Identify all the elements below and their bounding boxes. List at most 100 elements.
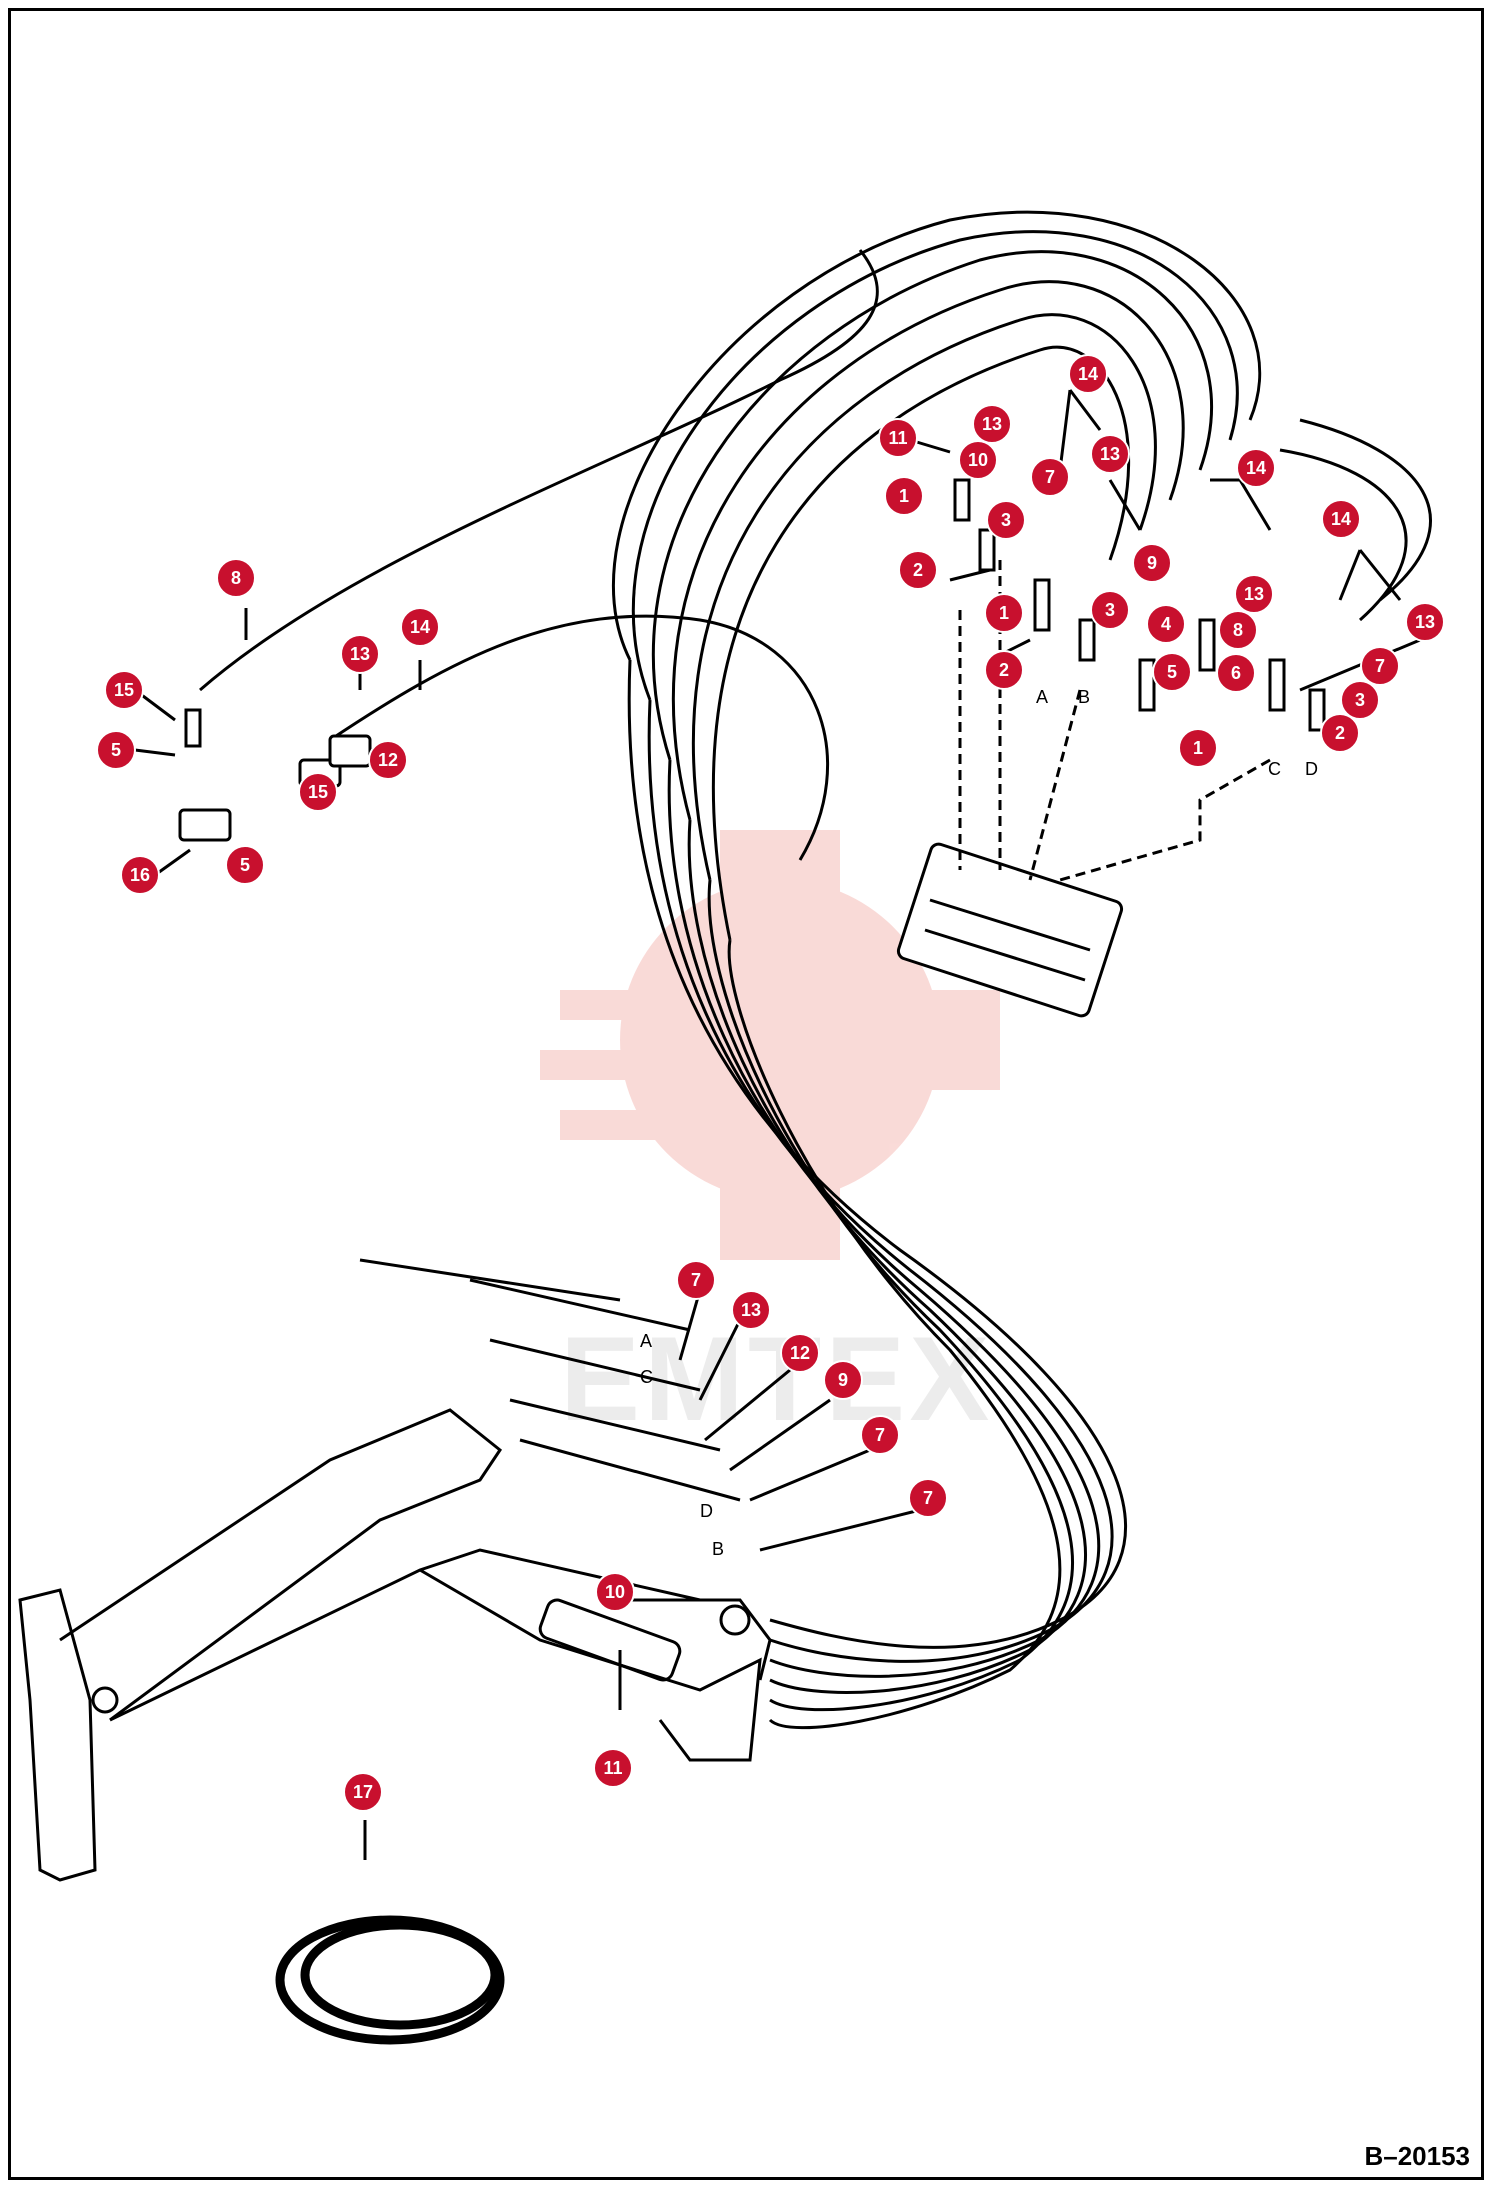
callout-8: 8 xyxy=(216,558,256,598)
callout-bubble xyxy=(878,418,918,458)
callout-12: 12 xyxy=(780,1333,820,1373)
callout-bubble xyxy=(340,634,380,674)
callout-1: 1 xyxy=(984,593,1024,633)
callout-number: 13 xyxy=(982,414,1002,434)
callout-2: 2 xyxy=(984,650,1024,690)
callout-bubble xyxy=(676,1260,716,1300)
callout-bubble xyxy=(368,740,408,780)
callout-bubble xyxy=(1320,713,1360,753)
callout-14: 14 xyxy=(400,607,440,647)
callout-number: 5 xyxy=(111,740,121,760)
boom-port-label-b: B xyxy=(712,1539,724,1559)
callout-14: 14 xyxy=(1236,448,1276,488)
callout-number: 1 xyxy=(1193,738,1203,758)
callout-number: 3 xyxy=(1105,600,1115,620)
callout-number: 2 xyxy=(1335,723,1345,743)
callout-number: 15 xyxy=(114,680,134,700)
callout-number: 13 xyxy=(350,644,370,664)
callout-5: 5 xyxy=(96,730,136,770)
callout-number: 1 xyxy=(999,603,1009,623)
callout-bubble xyxy=(731,1290,771,1330)
boom-port-label-a: A xyxy=(640,1331,652,1351)
callout-number: 2 xyxy=(999,660,1009,680)
callout-7: 7 xyxy=(676,1260,716,1300)
callout-1: 1 xyxy=(1178,728,1218,768)
callout-4: 4 xyxy=(1146,604,1186,644)
callout-7: 7 xyxy=(1360,646,1400,686)
callout-bubble xyxy=(298,772,338,812)
callout-bubble xyxy=(1218,610,1258,650)
callout-bubble xyxy=(593,1748,633,1788)
callout-number: 4 xyxy=(1161,614,1171,634)
callout-9: 9 xyxy=(823,1360,863,1400)
leader-lines xyxy=(134,389,1421,1860)
callout-bubble xyxy=(120,855,160,895)
callout-12: 12 xyxy=(368,740,408,780)
fittings-upper xyxy=(953,478,1326,732)
callout-bubble xyxy=(1216,653,1256,693)
callout-bubble xyxy=(884,476,924,516)
boom-port-label-d: D xyxy=(700,1501,713,1521)
callout-number: 13 xyxy=(1415,612,1435,632)
callout-5: 5 xyxy=(225,845,265,885)
callout-10: 10 xyxy=(595,1572,635,1612)
callout-bubble xyxy=(225,845,265,885)
callout-3: 3 xyxy=(1090,590,1130,630)
callout-7: 7 xyxy=(908,1478,948,1518)
callout-bubble xyxy=(898,550,938,590)
callout-bubble xyxy=(595,1572,635,1612)
excavator-boom xyxy=(18,1258,772,1882)
callout-13: 13 xyxy=(731,1290,771,1330)
callout-number: 12 xyxy=(378,750,398,770)
callout-number: 8 xyxy=(231,568,241,588)
callout-bubble xyxy=(1178,728,1218,768)
callout-bubble xyxy=(1234,574,1274,614)
callout-15: 15 xyxy=(298,772,338,812)
callout-bubble xyxy=(984,593,1024,633)
callout-9: 9 xyxy=(1132,543,1172,583)
callout-14: 14 xyxy=(1068,354,1108,394)
callout-8: 8 xyxy=(1218,610,1258,650)
callout-11: 11 xyxy=(878,418,918,458)
callout-17: 17 xyxy=(343,1772,383,1812)
callout-bubble xyxy=(104,670,144,710)
callout-bubble xyxy=(1360,646,1400,686)
callout-bubble xyxy=(1321,499,1361,539)
callout-number: 14 xyxy=(1246,458,1266,478)
callout-number: 8 xyxy=(1233,620,1243,640)
callout-3: 3 xyxy=(1340,680,1380,720)
callout-14: 14 xyxy=(1321,499,1361,539)
callout-number: 7 xyxy=(1375,656,1385,676)
callout-2: 2 xyxy=(1320,713,1360,753)
callout-number: 7 xyxy=(875,1425,885,1445)
callout-13: 13 xyxy=(972,404,1012,444)
callout-bubble xyxy=(780,1333,820,1373)
callout-bubble xyxy=(216,558,256,598)
port-label-d: D xyxy=(1305,759,1318,779)
callout-16: 16 xyxy=(120,855,160,895)
callout-number: 13 xyxy=(1100,444,1120,464)
callout-number: 5 xyxy=(240,855,250,875)
callout-bubble xyxy=(958,440,998,480)
callout-1: 1 xyxy=(884,476,924,516)
callout-bubble xyxy=(96,730,136,770)
callout-5: 5 xyxy=(1152,652,1192,692)
callout-number: 7 xyxy=(1045,467,1055,487)
callout-13: 13 xyxy=(1234,574,1274,614)
callout-number: 7 xyxy=(923,1488,933,1508)
port-letters: A B C D A C D B xyxy=(640,687,1318,1559)
callout-2: 2 xyxy=(898,550,938,590)
callout-number: 16 xyxy=(130,865,150,885)
callout-number: 15 xyxy=(308,782,328,802)
callout-number: 10 xyxy=(605,1582,625,1602)
boom-port-label-c: C xyxy=(640,1367,653,1387)
callout-3: 3 xyxy=(986,500,1026,540)
callout-bubble xyxy=(860,1415,900,1455)
callout-number: 7 xyxy=(691,1270,701,1290)
callout-number: 14 xyxy=(1078,364,1098,384)
callout-number: 5 xyxy=(1167,662,1177,682)
watermark-text: EMTEX xyxy=(560,1312,994,1446)
callout-number: 14 xyxy=(410,617,430,637)
callout-number: 9 xyxy=(1147,553,1157,573)
